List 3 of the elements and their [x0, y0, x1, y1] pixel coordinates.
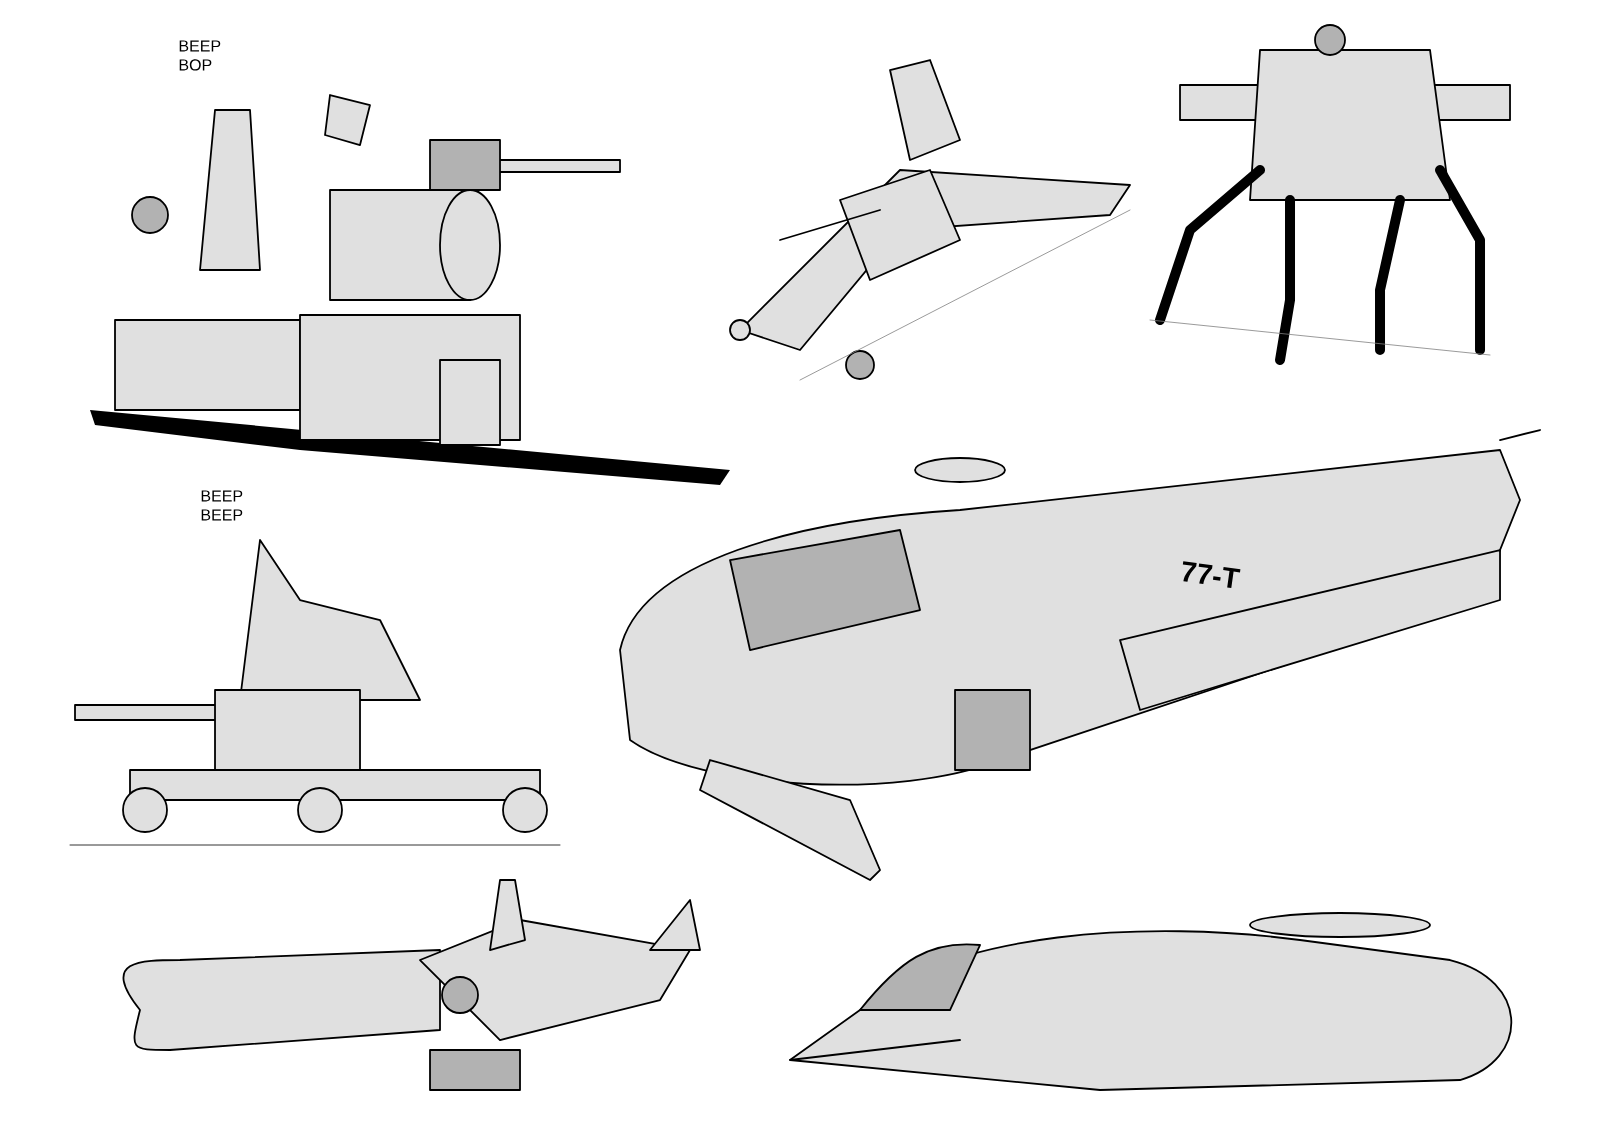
hull-number: 77-T	[1182, 561, 1241, 588]
handwritten-note: BEEP BEEP	[201, 490, 243, 521]
handwritten-note: BEEP BOP	[179, 40, 221, 71]
